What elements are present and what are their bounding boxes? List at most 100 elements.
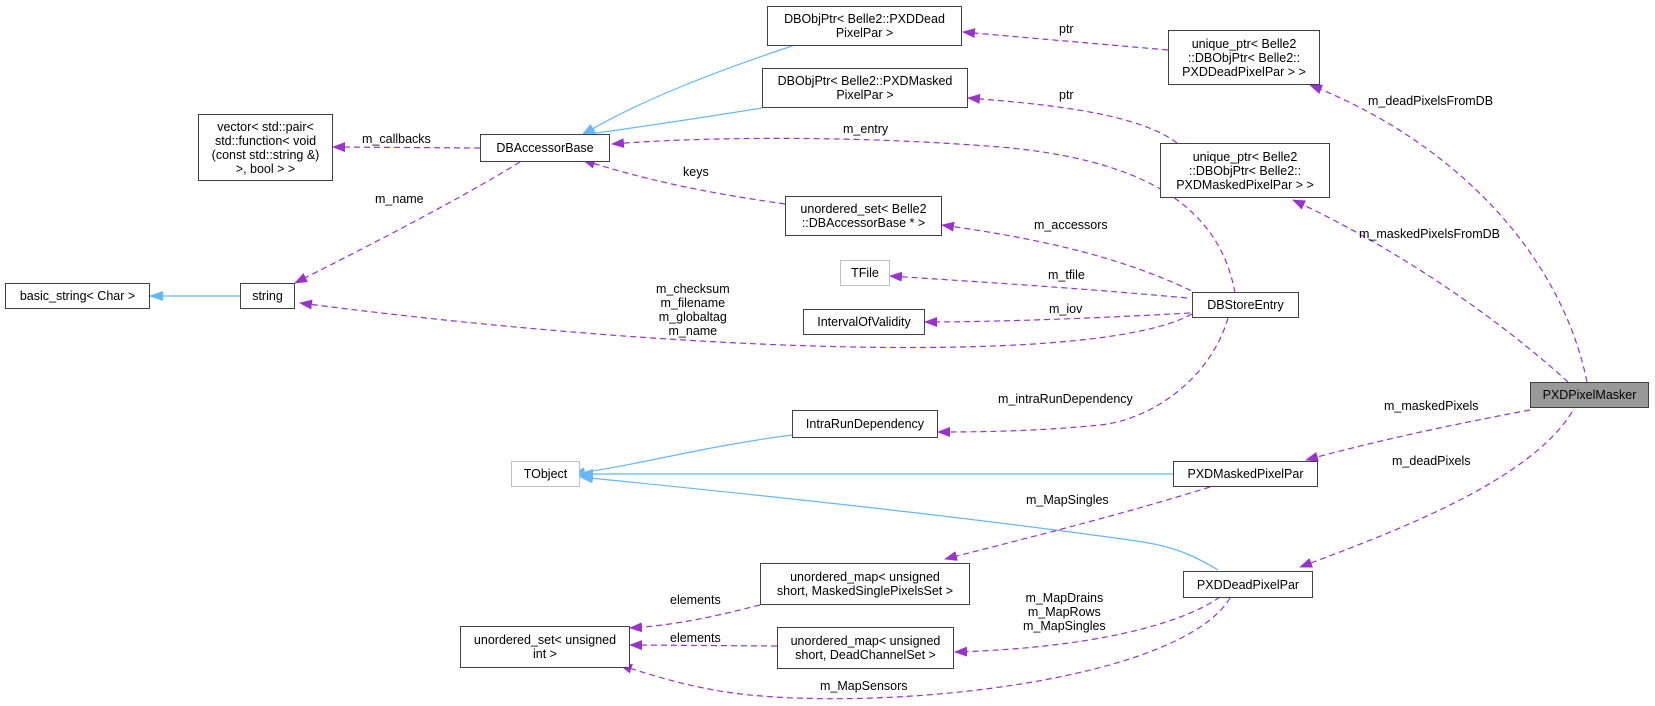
edge-unordered-set-dbaccessor-keys [582,158,786,205]
node-label-line: IntervalOfValidity [817,315,911,329]
edge-label-m-name: m_name [375,192,424,206]
edge-label-line: m_name [668,324,718,338]
edge-dbstoreentry-unordered-set [941,221,1201,296]
edge-pxdmaskedpixelpar-unordered-map [944,486,1211,561]
edge-dbobjptr-masked-dbaccessorbase [581,107,763,139]
edge-label-m-maskedpixels: m_maskedPixels [1384,399,1478,413]
node-label-line: unordered_set< Belle2 [800,202,927,216]
edge-label-ptr-masked: ptr [1059,88,1074,102]
node-label-line: ::DBObjPtr< Belle2:: [1188,163,1302,178]
edge-pxddeadpixelpar-unordered-map-dead [954,596,1221,657]
node-label-line: unique_ptr< Belle2 [1192,149,1298,164]
node-label-line: PXDDeadPixelPar [1196,577,1300,592]
node-unordered-set-uint[interactable]: unordered_set< unsigned int > [460,626,630,668]
node-label-line: PXDDeadPixelPar > > [1182,64,1306,79]
edge-label-elements-masked: elements [670,593,721,607]
edge-unordered-map-masked-uset [629,604,761,633]
edge-label-line: m_entry [843,122,889,136]
node-label-line: vector< std::pair< [217,119,314,134]
edge-label-line: ptr [1059,88,1074,102]
inheritance-edges [149,44,1219,571]
node-intervalofvalidity[interactable]: IntervalOfValidity [803,309,925,335]
edge-pxdpixelmasker-uniqueptr-masked [1292,199,1569,383]
edge-label-line: m_maskedPixelsFromDB [1359,227,1501,241]
node-label-line: unordered_set< unsigned [473,633,617,647]
edge-label-m-mapsingles-masked: m_MapSingles [1026,493,1109,507]
edge-label-keys: keys [683,165,709,179]
edge-uniqueptr-masked-dbobjptr-masked [967,93,1178,144]
node-label-line: unique_ptr< Belle2 [1191,36,1297,51]
node-dbaccessorbase[interactable]: DBAccessorBase [480,134,610,162]
node-unordered-map-masked[interactable]: unordered_map< unsigned short, MaskedSin… [760,563,970,605]
edge-label-line: m_name [375,192,424,206]
edge-label-m-mapsensors: m_MapSensors [820,679,908,693]
edge-pxdpixelmasker-pxdmaskedpixelpar [1305,409,1531,462]
edge-label-m-intrarundependency: m_intraRunDependency [998,392,1133,406]
edge-pxddeadpixelpar-uset-sensors [619,597,1231,700]
edge-label-line: m_deadPixels [1392,454,1471,468]
edge-label-line: keys [683,165,709,179]
edge-label-line: m_iov [1049,302,1083,316]
edge-label-line: m_checksum [656,282,730,296]
edge-label-line: elements [670,631,721,645]
edge-label-m-iov: m_iov [1049,302,1082,316]
node-tobject[interactable]: TObject [511,461,580,487]
node-string[interactable]: string [240,283,295,309]
node-label-line: (const std::string &) [211,147,320,162]
node-basic-string[interactable]: basic_string< Char > [5,283,150,309]
node-label-line: TObject [523,467,568,481]
edge-intrarundependency-tobject [571,434,793,478]
edge-dbstoreentry-iov [924,312,1191,327]
edge-label-line: elements [670,593,721,607]
edge-dbstoreentry-dbaccessorbase [611,137,1236,294]
edge-uniqueptr-dead-dbobjptr-dead [962,28,1169,51]
node-dbobjptr-masked[interactable]: DBObjPtr< Belle2::PXDMasked PixelPar > [762,68,968,108]
edge-dbstoreentry-tfile [889,271,1188,299]
node-label-line: DBObjPtr< Belle2::PXDDead [784,12,945,26]
node-pxddeadpixelpar[interactable]: PXDDeadPixelPar [1183,571,1313,598]
node-label-line: short, DeadChannelSet > [795,648,936,662]
edge-label-line: m_filename [660,296,726,310]
edge-dbobjptr-dead-dbaccessorbase [581,44,796,136]
node-label-line: ::DBObjPtr< Belle2:: [1187,50,1301,65]
node-pxdmaskedpixelpar[interactable]: PXDMaskedPixelPar [1173,461,1318,487]
node-label-line: PixelPar > [835,26,894,40]
node-unordered-map-dead[interactable]: unordered_map< unsigned short, DeadChann… [777,627,954,669]
edge-unordered-map-dead-uset [629,640,778,651]
node-label-line: ::DBAccessorBase * > [801,216,926,230]
edge-label-ptr-dead: ptr [1059,22,1074,36]
edge-label-line: m_callbacks [362,132,431,146]
edge-label-line: m_intraRunDependency [998,392,1133,406]
node-pxdpixelmasker[interactable]: PXDPixelMasker [1530,382,1649,408]
node-unique-ptr-dead[interactable]: unique_ptr< Belle2 ::DBObjPtr< Belle2:: … [1168,30,1320,85]
node-label-line: std::function< void [214,133,317,148]
edge-pxdpixelmasker-uniqueptr-dead [1309,84,1588,383]
node-label-line: IntraRunDependency [805,417,925,431]
node-unique-ptr-masked[interactable]: unique_ptr< Belle2 ::DBObjPtr< Belle2:: … [1160,143,1330,198]
edge-label-line: m_MapDrains [1025,591,1104,605]
node-intrarundependency[interactable]: IntraRunDependency [792,410,938,438]
node-tfile[interactable]: TFile [840,260,890,286]
edge-dbaccessorbase-string [294,161,521,284]
node-label-line: string [252,289,283,303]
node-label-line: int > [533,647,557,661]
node-dbobjptr-dead[interactable]: DBObjPtr< Belle2::PXDDead PixelPar > [767,6,962,46]
node-label-line: unordered_map< unsigned [790,634,941,648]
edge-label-line: m_MapSingles [1023,619,1106,633]
edge-label-dead-maps: m_MapDrains m_MapRows m_MapSingles [1023,591,1106,633]
node-dbstoreentry[interactable]: DBStoreEntry [1192,292,1299,318]
edge-dbstoreentry-string [299,299,1193,349]
edge-label-m-tfile: m_tfile [1048,268,1085,282]
edge-label-line: m_globaltag [658,310,727,324]
edge-label-m-maskedpixelsfromdb: m_maskedPixelsFromDB [1359,227,1500,241]
edge-label-line: m_tfile [1048,268,1085,282]
edge-label-string-members: m_checksum m_filename m_globaltag m_name [656,282,730,338]
node-label-line: PXDMaskedPixelPar [1187,467,1304,481]
node-vector-pair[interactable]: vector< std::pair< std::function< void (… [198,114,333,181]
node-unordered-set-dbaccessor[interactable]: unordered_set< Belle2 ::DBAccessorBase *… [785,196,942,236]
node-label-line: DBObjPtr< Belle2::PXDMasked [777,74,953,88]
node-label-line: unordered_map< unsigned [790,570,940,584]
edge-label-line: m_maskedPixels [1384,399,1479,413]
edge-label-line: m_MapSensors [820,679,908,693]
